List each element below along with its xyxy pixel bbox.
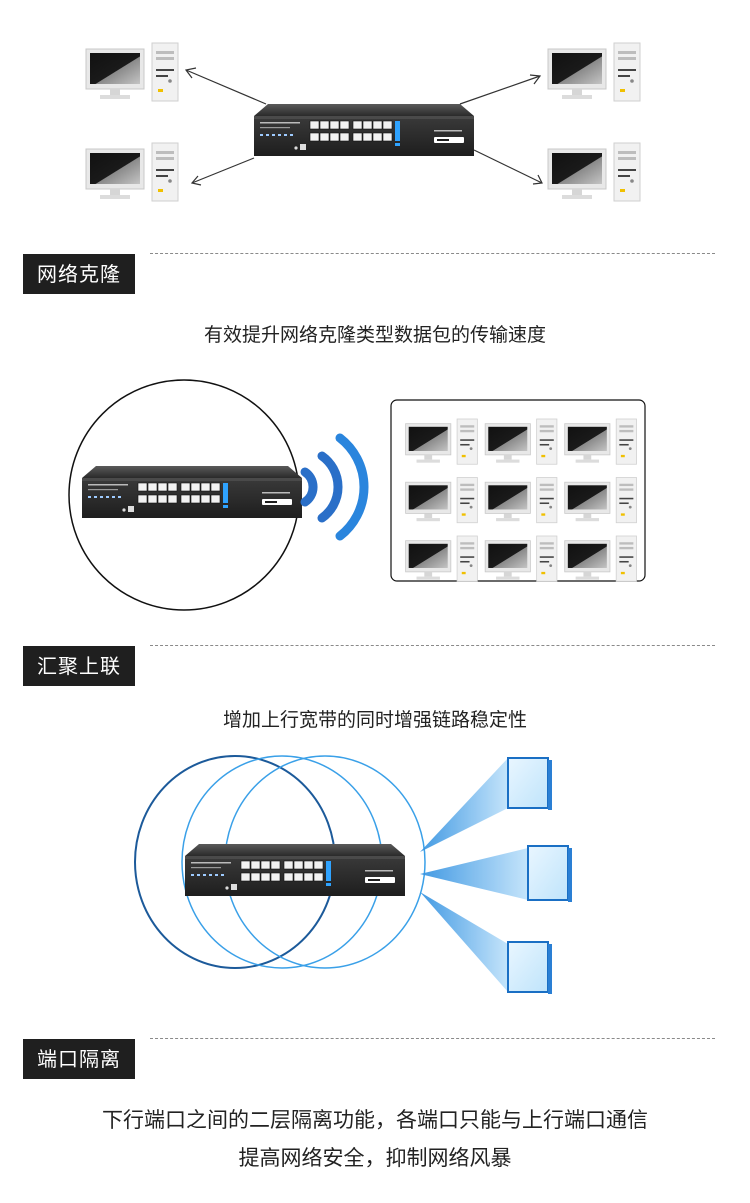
network-clone-diagram — [68, 379, 646, 611]
pc-bottom-right — [547, 142, 641, 202]
pc-top-right — [547, 42, 641, 102]
section-label-aggregation-uplink: 汇聚上联 — [23, 646, 135, 686]
section-label-port-isolation: 端口隔离 — [23, 1039, 135, 1079]
section-caption-network-clone: 有效提升网络克隆类型数据包的传输速度 — [203, 324, 546, 346]
section-divider — [150, 1038, 715, 1039]
uplink-devices — [507, 757, 572, 994]
wireless-signal-icon — [300, 433, 369, 541]
section-divider — [150, 645, 715, 646]
pc-grid — [405, 418, 637, 582]
aggregation-uplink-diagram — [134, 755, 572, 994]
section-divider — [150, 253, 715, 254]
section-caption-port-isolation-line1: 下行端口之间的二层隔离功能，各端口只能与上行端口通信 — [102, 1108, 648, 1132]
switch-zoomed — [81, 465, 303, 519]
topology-diagram — [85, 42, 641, 202]
section-caption-aggregation-uplink: 增加上行宽带的同时增强链路稳定性 — [222, 709, 527, 731]
section-label-network-clone: 网络克隆 — [23, 254, 135, 294]
uplink-beams — [420, 758, 528, 992]
pc-bottom-left — [85, 142, 179, 202]
connection-arrows — [184, 67, 543, 186]
switch-uplink — [184, 843, 406, 897]
section-caption-port-isolation-line2: 提高网络安全，抑制网络风暴 — [238, 1146, 512, 1170]
pc-top-left — [85, 42, 179, 102]
switch-center — [253, 103, 475, 157]
